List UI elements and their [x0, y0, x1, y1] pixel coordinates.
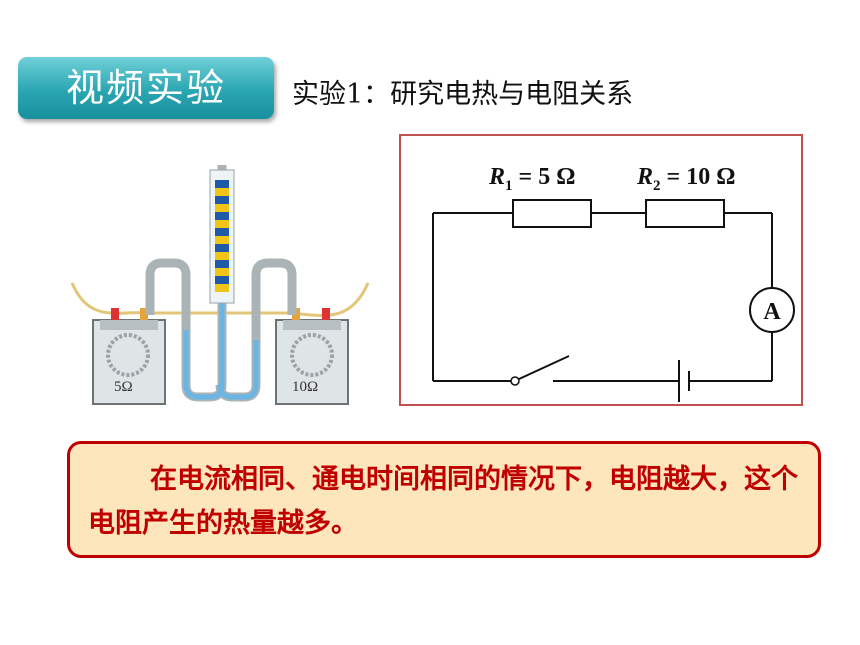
right-container-label: 10Ω [292, 379, 318, 395]
switch-lever [518, 355, 570, 380]
resistor-r2 [645, 199, 725, 228]
resistor-r1 [512, 199, 592, 228]
video-experiment-badge: 视频实验 [18, 57, 274, 119]
r1-value: = 5 Ω [513, 164, 576, 190]
circuit-diagram: R1 = 5 Ω R2 = 10 Ω A [399, 134, 803, 406]
ammeter-label: A [763, 299, 781, 325]
svg-text:R1 = 5 Ω: R1 = 5 Ω [488, 164, 575, 194]
r2-value: = 10 Ω [661, 164, 736, 190]
r2-symbol: R [636, 164, 653, 190]
r1-symbol: R [488, 164, 505, 190]
switch-pivot [510, 376, 520, 386]
conclusion-box: 在电流相同、通电时间相同的情况下，电阻越大，这个电阻产生的热量越多。 [67, 441, 821, 558]
r2-subscript: 2 [653, 178, 661, 194]
r1-subscript: 1 [505, 178, 513, 194]
conclusion-text: 在电流相同、通电时间相同的情况下，电阻越大，这个电阻产生的热量越多。 [88, 464, 798, 539]
experiment-title: 实验1：研究电热与电阻关系 [292, 79, 634, 110]
apparatus-illustration: 5Ω 10Ω [70, 165, 370, 405]
left-container-label: 5Ω [114, 379, 133, 395]
svg-text:R2 = 10 Ω: R2 = 10 Ω [636, 164, 735, 194]
